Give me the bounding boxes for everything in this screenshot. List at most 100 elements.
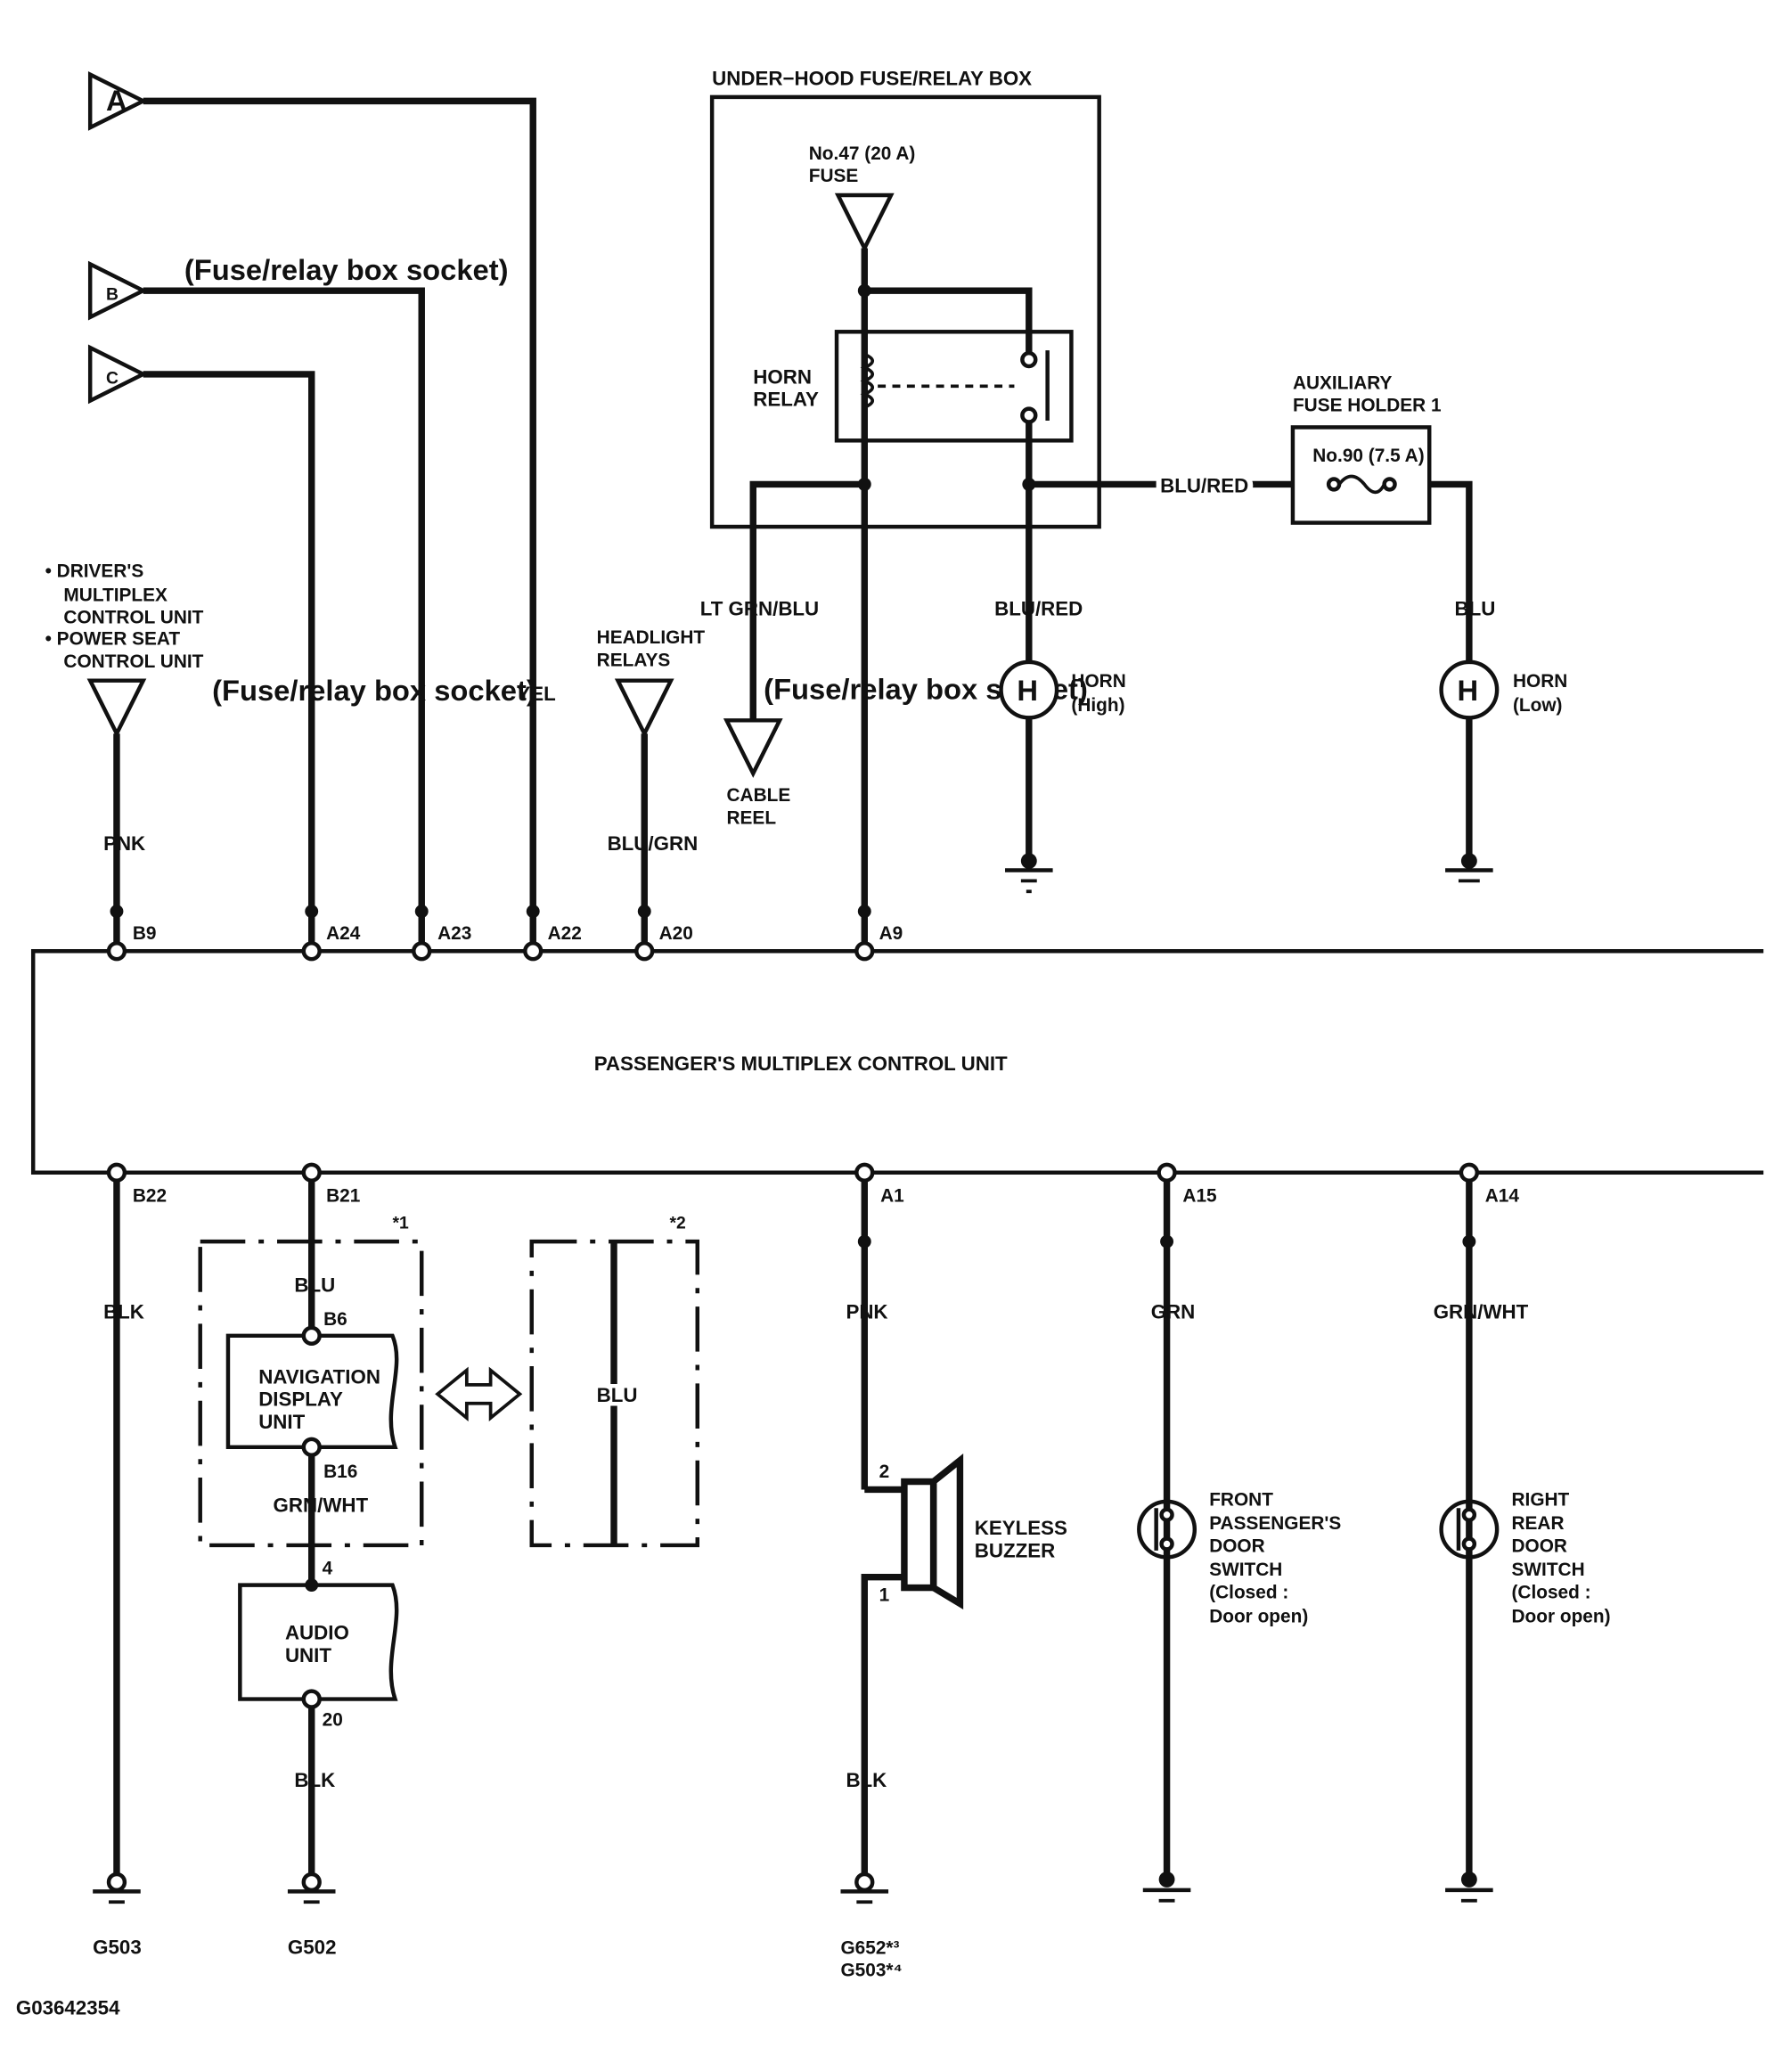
ground-g652-label: G652*³ — [840, 1937, 899, 1958]
horn-high-label-1: HORN — [1071, 671, 1125, 692]
wire-label-grn-wht-nav: GRN/WHT — [274, 1495, 369, 1517]
pin-buzzer-2: 2 — [879, 1462, 890, 1482]
ground-g502: G502 — [287, 1871, 337, 1958]
wire-label-grn-wht-a14: GRN/WHT — [1434, 1300, 1529, 1323]
ground-fp-switch — [1142, 1871, 1191, 1903]
alternative-arrow-icon — [435, 1366, 523, 1422]
pin-audio-20: 20 — [323, 1709, 343, 1730]
underhood-box-label: UNDER−HOOD FUSE/RELAY BOX — [712, 67, 1032, 89]
wire-label-blk-b22: BLK — [103, 1300, 144, 1323]
horn-low-label-1: HORN — [1513, 671, 1567, 692]
passengers-multiplex-control-unit: PASSENGER'S MULTIPLEX CONTROL UNIT — [30, 949, 1764, 1175]
pin-a15: A15 — [1182, 1186, 1216, 1207]
underhood-fuse-relay-box: UNDER−HOOD FUSE/RELAY BOX No.47 (20 A) F… — [709, 67, 1101, 529]
aux-fuse-label-2: FUSE HOLDER 1 — [1293, 396, 1442, 416]
pin-a1: A1 — [880, 1186, 904, 1207]
wire-label-blu-red-b: BLU/RED — [994, 598, 1083, 620]
wire-label-pnk-b9: PNK — [103, 832, 145, 855]
horn-relay-label-1: HORN — [753, 365, 812, 388]
driver-unit-label-1: • DRIVER'S — [45, 561, 144, 582]
rr-switch-label-3: DOOR — [1511, 1536, 1567, 1556]
connector-b: B — [87, 260, 148, 321]
cable-reel-label-2: REEL — [727, 807, 777, 828]
connector-a: A — [87, 70, 148, 131]
pin-a22: A22 — [548, 923, 582, 944]
wire-label-blu-red-a: BLU/RED — [1160, 474, 1248, 496]
horn-relay-label-2: RELAY — [753, 389, 819, 411]
rr-switch-label-1: RIGHT — [1511, 1489, 1569, 1510]
fuse47-label-1: No.47 (20 A) — [809, 143, 916, 164]
aux-fuse-label-1: AUXILIARY — [1293, 373, 1393, 393]
pin-a24: A24 — [326, 923, 361, 944]
ground-g503-label: G503 — [93, 1936, 142, 1958]
pin-audio-4: 4 — [323, 1559, 333, 1579]
connector-c: C — [87, 344, 148, 405]
fp-switch-label-1: FRONT — [1209, 1489, 1273, 1510]
fp-switch-label-3: DOOR — [1209, 1536, 1265, 1556]
ground-g652-g503: G652*³ G503*⁴ — [840, 1871, 903, 1981]
wire-a-yel — [143, 97, 536, 952]
nav-label-3: UNIT — [258, 1411, 305, 1433]
fuse-socket-label-left: (Fuse/relay box socket) — [212, 674, 536, 707]
fuse47-symbol — [834, 192, 895, 253]
ground-g503b-label: G503*⁴ — [840, 1961, 902, 1981]
horn-high: H HORN (High) — [999, 659, 1126, 720]
rr-switch-label-4: SWITCH — [1511, 1560, 1584, 1580]
driver-unit-label-2: MULTIPLEX — [63, 585, 168, 605]
buzzer-label-2: BUZZER — [975, 1539, 1055, 1561]
nav-label-1: NAVIGATION — [258, 1365, 380, 1388]
fp-switch-label-5: (Closed : — [1209, 1582, 1288, 1602]
relay-contact-bottom — [1020, 406, 1038, 424]
wire-label-blu-aux: BLU — [1454, 598, 1495, 620]
cable-reel: CABLE REEL — [723, 718, 791, 828]
wire-c — [143, 371, 315, 952]
ground-rr-switch — [1445, 1871, 1493, 1903]
wire-label-yel: YEL — [517, 683, 555, 705]
pin-b22: B22 — [133, 1186, 167, 1207]
wire-label-blu-b21: BLU — [294, 1274, 335, 1297]
cable-reel-label-1: CABLE — [727, 785, 791, 806]
ground-g502-label: G502 — [288, 1936, 337, 1958]
fp-switch-label-2: PASSENGER'S — [1209, 1513, 1341, 1534]
pin-buzzer-1: 1 — [879, 1585, 890, 1605]
headlight-relays: HEADLIGHT RELAYS — [597, 627, 706, 739]
fp-switch-label-4: SWITCH — [1209, 1560, 1282, 1580]
pin-b21: B21 — [326, 1186, 360, 1207]
headlight-label-2: RELAYS — [597, 650, 671, 670]
fuse90-label: No.90 (7.5 A) — [1312, 446, 1424, 466]
horn-low-symbol: H — [1457, 674, 1478, 707]
fuse-socket-label-top: (Fuse/relay box socket) — [184, 253, 509, 286]
wire-label-grn-a15: GRN — [1151, 1300, 1196, 1323]
wire-label-blu-alt: BLU — [597, 1384, 638, 1406]
rr-switch-label-6: Door open) — [1511, 1606, 1610, 1626]
pmcu-label: PASSENGER'S MULTIPLEX CONTROL UNIT — [594, 1052, 1008, 1075]
relay-contact-top — [1020, 350, 1038, 369]
wire-label-blk-buzzer: BLK — [846, 1769, 887, 1791]
connector-a-label: A — [106, 84, 127, 117]
buzzer-label-1: KEYLESS — [975, 1517, 1067, 1539]
wire-label-blu-grn: BLU/GRN — [608, 832, 699, 855]
auxiliary-fuse-holder: AUXILIARY FUSE HOLDER 1 No.90 (7.5 A) — [1290, 373, 1442, 525]
connector-b-label: B — [106, 285, 119, 305]
horn-high-ground — [1005, 853, 1053, 894]
note-1: *1 — [392, 1213, 409, 1233]
horn-low-label-2: (Low) — [1513, 695, 1563, 716]
wire-blk-buzzer — [861, 1573, 904, 1875]
nav-label-2: DISPLAY — [258, 1388, 343, 1411]
front-passenger-door-switch: FRONT PASSENGER'S DOOR SWITCH (Closed : … — [1137, 1489, 1341, 1626]
pin-b16: B16 — [323, 1462, 357, 1482]
wire-b — [143, 287, 425, 952]
driver-multiplex-control-unit: • DRIVER'S MULTIPLEX CONTROL UNIT • POWE… — [45, 561, 204, 739]
horn-high-symbol: H — [1017, 674, 1038, 707]
headlight-label-1: HEADLIGHT — [597, 627, 706, 648]
fuse47-label-2: FUSE — [809, 166, 859, 186]
pin-b6: B6 — [323, 1309, 347, 1330]
audio-unit: AUDIO UNIT 4 20 — [238, 1559, 399, 1730]
upper-pins: B9 A24 A23 A22 A20 A9 — [106, 905, 903, 962]
ground-g503: G503 — [93, 1871, 142, 1958]
pin-a23: A23 — [437, 923, 471, 944]
rr-switch-label-2: REAR — [1511, 1513, 1564, 1534]
driver-unit-label-5: CONTROL UNIT — [63, 651, 203, 672]
wire-label-blk-audio: BLK — [294, 1769, 335, 1791]
